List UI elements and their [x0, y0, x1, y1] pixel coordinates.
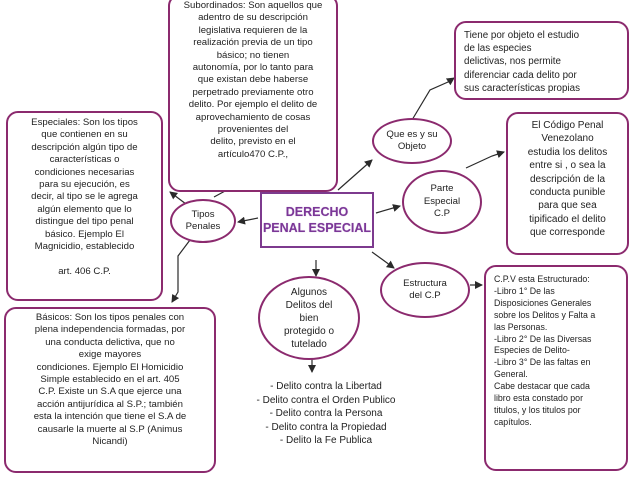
arrow-center-parte	[375, 204, 401, 214]
codigo-penal-node: El Código Penal Venezolano estudia los d…	[506, 112, 629, 255]
tipos-penales-node: Tipos Penales	[170, 199, 236, 243]
que-es-objeto-node: Que es y su Objeto	[372, 118, 452, 164]
basicos-node: Básicos: Son los tipos penales con plena…	[4, 307, 216, 473]
arrow-center-quees	[337, 159, 373, 191]
arrow-tipos-basicos	[171, 231, 197, 303]
center-title: DERECHO PENAL ESPECIAL	[260, 192, 374, 248]
arrow-quees-objeto	[411, 77, 455, 121]
arrow-center-estructura	[371, 251, 395, 269]
parte-especial-node: Parte Especial C.P	[402, 170, 482, 234]
objeto-node: Tiene por objeto el estudio de las espec…	[454, 21, 629, 100]
delitos-list: - Delito contra la Libertad - Delito con…	[256, 381, 396, 447]
estructura-detalle-node: C.P.V esta Estructurado: -Libro 1° De la…	[484, 265, 628, 471]
estructura-node: Estructura del C.P	[380, 262, 470, 318]
algunos-delitos-node: Algunos Delitos del bien protegido o tut…	[258, 276, 360, 360]
especiales-node: Especiales: Son los tipos que contienen …	[6, 111, 163, 301]
arrow-center-tipos	[237, 216, 259, 225]
subordinados-node: Subordinados: Son aquellos que adentro d…	[168, 0, 338, 192]
arrow-parte-codigo	[465, 150, 505, 169]
